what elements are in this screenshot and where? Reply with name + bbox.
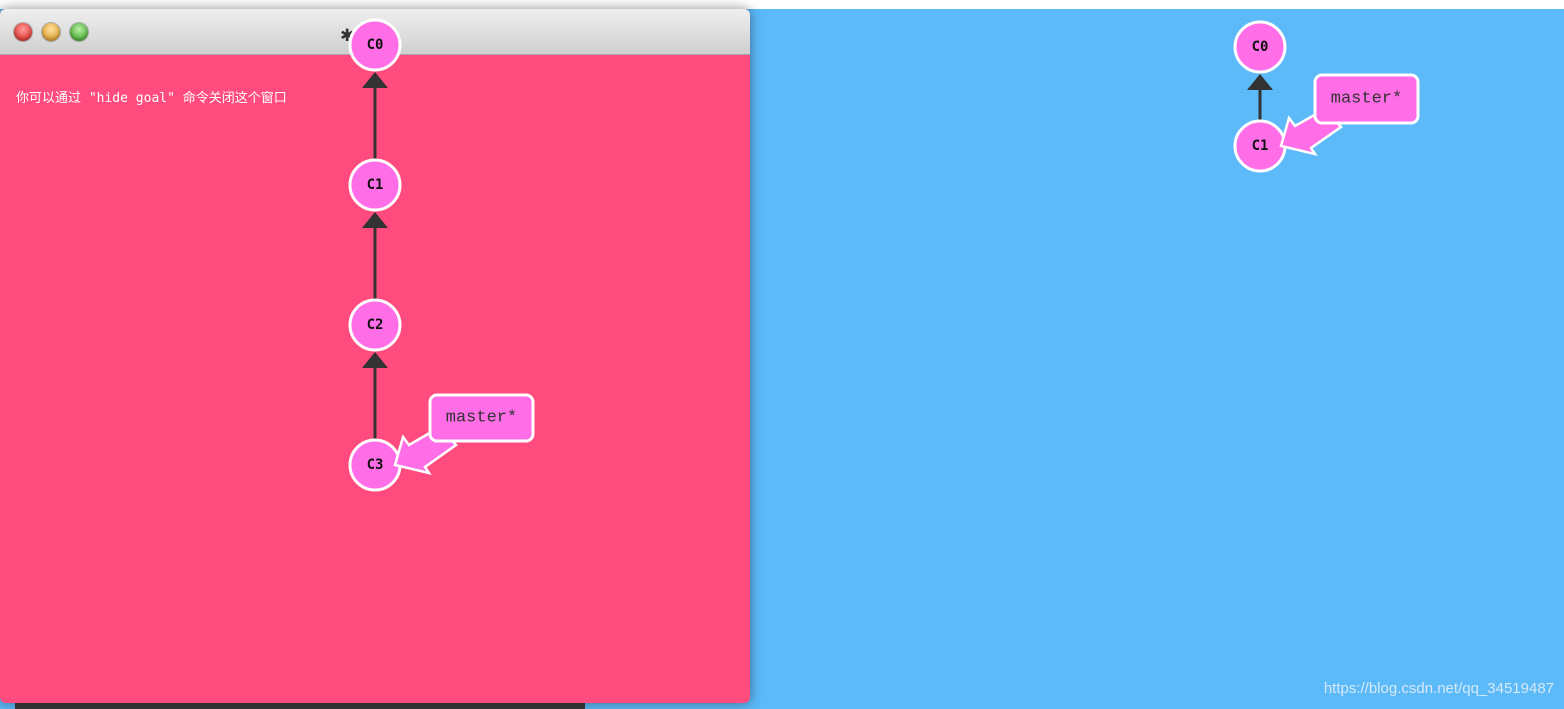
commit-label: C0: [1252, 39, 1269, 55]
commit-node[interactable]: C1: [348, 158, 402, 212]
command-bar-edge: [15, 703, 585, 709]
hide-goal-hint: 你可以通过 "hide goal" 命令关闭这个窗口: [16, 91, 287, 106]
edge-arrowhead: [362, 212, 388, 228]
branch-label: master*: [1331, 90, 1402, 109]
branch-tag[interactable]: [1313, 73, 1420, 125]
minimize-window-button[interactable]: [42, 23, 60, 41]
watermark-url: https://blog.csdn.net/qq_34519487: [1323, 680, 1554, 697]
commit-label: C2: [367, 317, 384, 333]
commit-node[interactable]: C3: [348, 438, 402, 492]
commit-label: C1: [1252, 138, 1269, 154]
commit-label: C3: [367, 457, 384, 473]
edge-arrowhead: [362, 72, 388, 88]
commit-node[interactable]: C0: [348, 18, 402, 72]
commit-label: C1: [367, 177, 384, 193]
commit-circle[interactable]: [348, 298, 402, 352]
commit-node[interactable]: C1: [1233, 119, 1287, 173]
edge-arrowhead: [1247, 74, 1273, 90]
commit-node[interactable]: C2: [348, 298, 402, 352]
close-window-button[interactable]: [14, 23, 32, 41]
commit-circle[interactable]: [1233, 20, 1287, 74]
maximize-window-button[interactable]: [70, 23, 88, 41]
commit-circle[interactable]: [348, 158, 402, 212]
commit-node[interactable]: C0: [1233, 20, 1287, 74]
edge-arrowhead: [362, 352, 388, 368]
branch-tag[interactable]: [428, 393, 535, 443]
branch-label: master*: [446, 409, 517, 428]
commit-label: C0: [367, 37, 384, 53]
commit-circle[interactable]: [348, 18, 402, 72]
